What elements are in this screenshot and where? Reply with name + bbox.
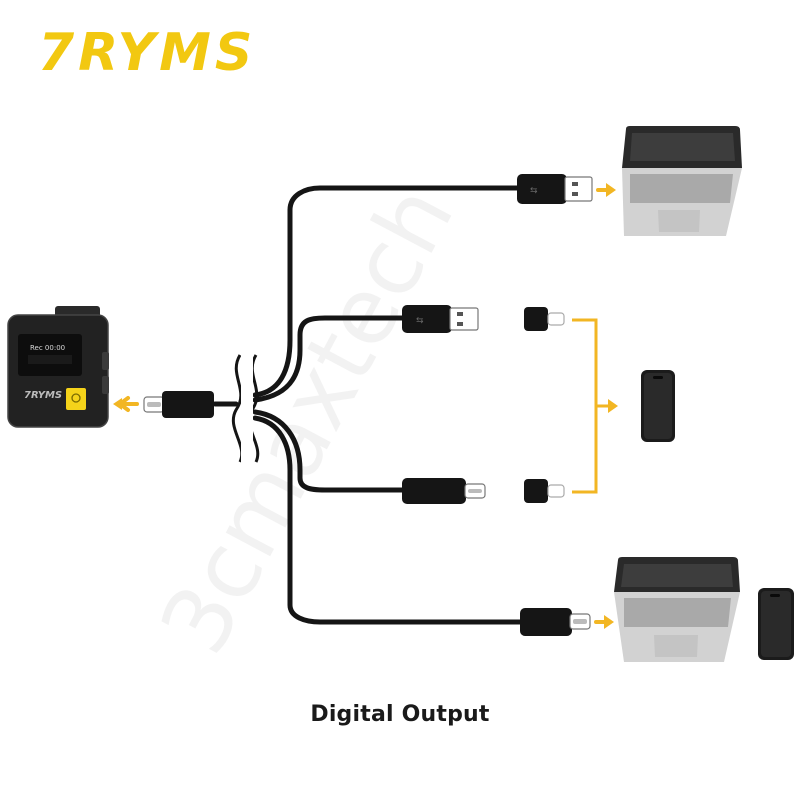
arrow-right-icon (596, 183, 616, 197)
arrow-right-icon (594, 615, 614, 629)
device-screen-line1: Rec 00:00 (30, 344, 65, 352)
watermark: 3cmaxtech (140, 169, 474, 671)
device-power-button (66, 388, 86, 410)
caption-title: Digital Output (310, 702, 490, 727)
laptop-bottom (614, 557, 740, 662)
svg-text:⇆: ⇆ (530, 186, 538, 196)
usb-a-plug-top: ⇆ (517, 174, 593, 204)
arrow-left-icon (118, 396, 139, 412)
usb-a-plug-middle: ⇆ (402, 305, 479, 333)
recorder-device: Rec 00:00 7RYMS (7, 306, 109, 428)
laptop-top (622, 126, 742, 236)
lightning-adapter-top (524, 307, 565, 331)
usb-c-plug-main (143, 391, 214, 418)
bracket-connector (572, 318, 610, 494)
svg-text:⇆: ⇆ (416, 316, 424, 326)
lightning-adapter-bottom (524, 479, 565, 503)
brand-logo: 7RYMS (38, 23, 256, 83)
phone-bottom (758, 588, 794, 660)
usb-c-plug-middle (402, 478, 486, 504)
cable-break-gap (241, 354, 253, 464)
device-logo: 7RYMS (24, 390, 62, 401)
phone-center (641, 370, 675, 442)
usb-c-plug-bottom (520, 608, 591, 636)
arrow-right-icon (608, 399, 618, 413)
cable-bundle (212, 185, 523, 625)
